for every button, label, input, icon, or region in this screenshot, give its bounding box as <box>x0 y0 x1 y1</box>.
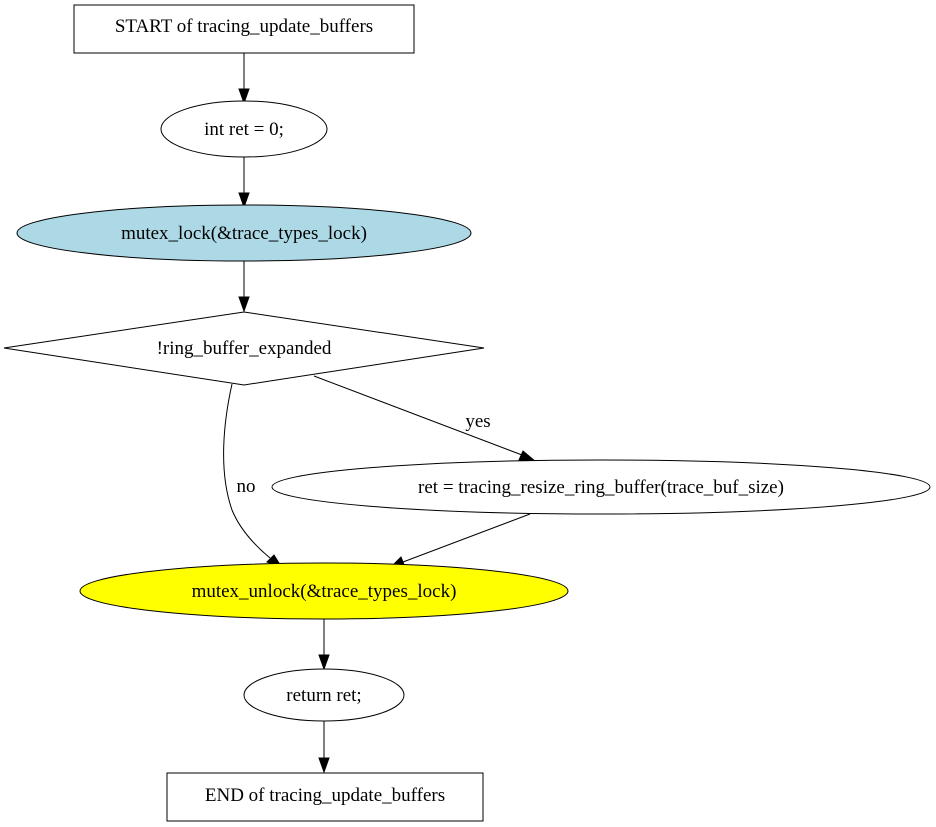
return-ret-ellipse <box>243 668 405 722</box>
node-mutex-unlock: mutex_unlock(&trace_types_lock) <box>79 562 569 620</box>
condition-diamond <box>3 311 485 386</box>
init-ret-label: int ret = 0; <box>204 119 284 140</box>
edge-unlock-to-return <box>318 619 330 671</box>
edge-condition-yes: yes <box>313 375 537 462</box>
edge-label-yes: yes <box>465 411 490 432</box>
return-ret-label: return ret; <box>286 685 361 706</box>
node-end: END of tracing_update_buffers <box>166 772 484 822</box>
edge-condition-no: no <box>223 383 284 570</box>
mutex-lock-ellipse <box>16 204 472 262</box>
start-label: START of tracing_update_buffers <box>115 16 373 37</box>
resize-ellipse <box>271 459 931 515</box>
mutex-unlock-ellipse <box>79 562 569 620</box>
node-init-ret: int ret = 0; <box>160 100 328 158</box>
edge-init-to-lock <box>238 157 250 209</box>
edge-label-no: no <box>237 476 256 497</box>
end-box <box>166 772 484 822</box>
node-mutex-lock: mutex_lock(&trace_types_lock) <box>16 204 472 262</box>
node-return-ret: return ret; <box>243 668 405 722</box>
start-box <box>73 4 415 54</box>
edge-resize-to-unlock <box>388 513 531 569</box>
resize-label: ret = tracing_resize_ring_buffer(trace_b… <box>418 477 784 498</box>
init-ret-ellipse <box>160 100 328 158</box>
end-label: END of tracing_update_buffers <box>205 785 445 806</box>
mutex-lock-label: mutex_lock(&trace_types_lock) <box>121 223 367 244</box>
edges: yes no <box>223 53 537 774</box>
node-start: START of tracing_update_buffers <box>73 4 415 54</box>
node-resize: ret = tracing_resize_ring_buffer(trace_b… <box>271 459 931 515</box>
mutex-unlock-label: mutex_unlock(&trace_types_lock) <box>192 581 457 602</box>
edge-start-to-init <box>238 53 250 105</box>
nodes: START of tracing_update_buffers int ret … <box>3 4 931 822</box>
node-condition: !ring_buffer_expanded <box>3 311 485 386</box>
edge-lock-to-condition <box>238 261 250 313</box>
edge-return-to-end <box>318 721 330 774</box>
condition-label: !ring_buffer_expanded <box>157 338 332 359</box>
